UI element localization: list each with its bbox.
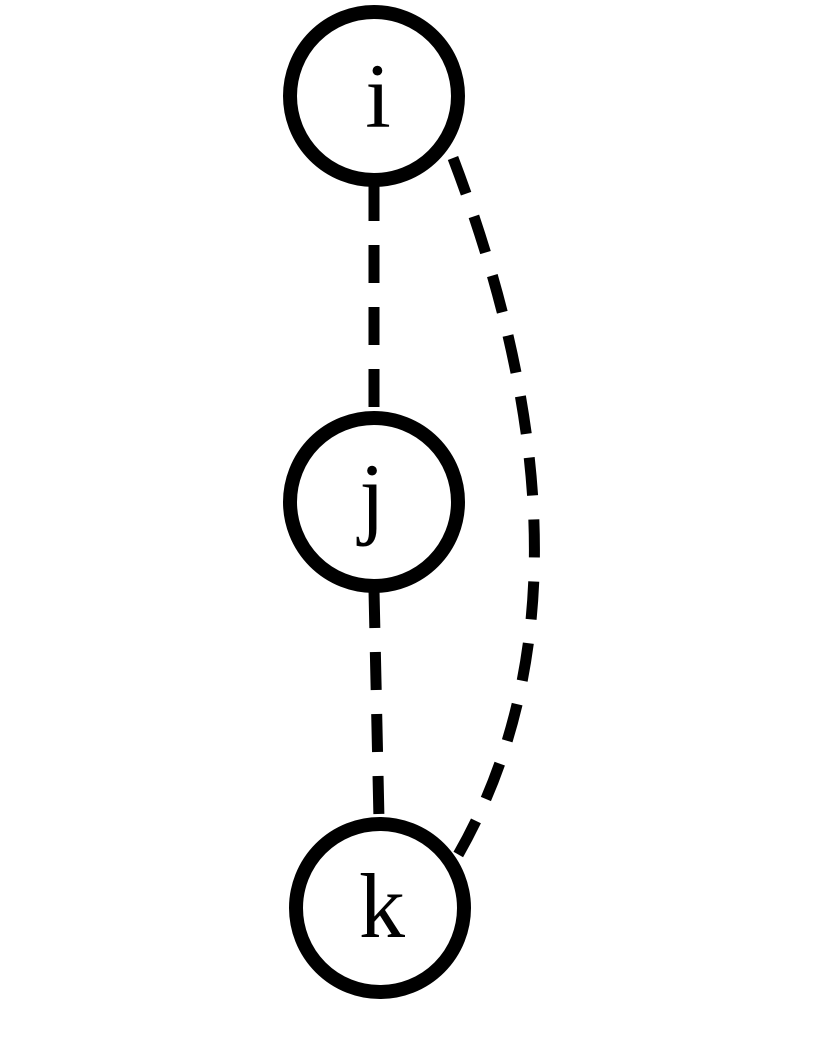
node-k-label: k: [359, 855, 405, 957]
edge-j-k: [368, 589, 385, 821]
node-j-circle: [283, 411, 465, 593]
node-k-circle: [289, 817, 471, 999]
node-k: k: [289, 817, 471, 999]
node-i-circle: [283, 5, 465, 187]
node-j-label: j: [356, 445, 385, 547]
node-j: j: [283, 411, 465, 593]
edge-i-k: [447, 156, 540, 858]
node-i-label: i: [365, 45, 391, 147]
node-i: i: [283, 5, 465, 187]
